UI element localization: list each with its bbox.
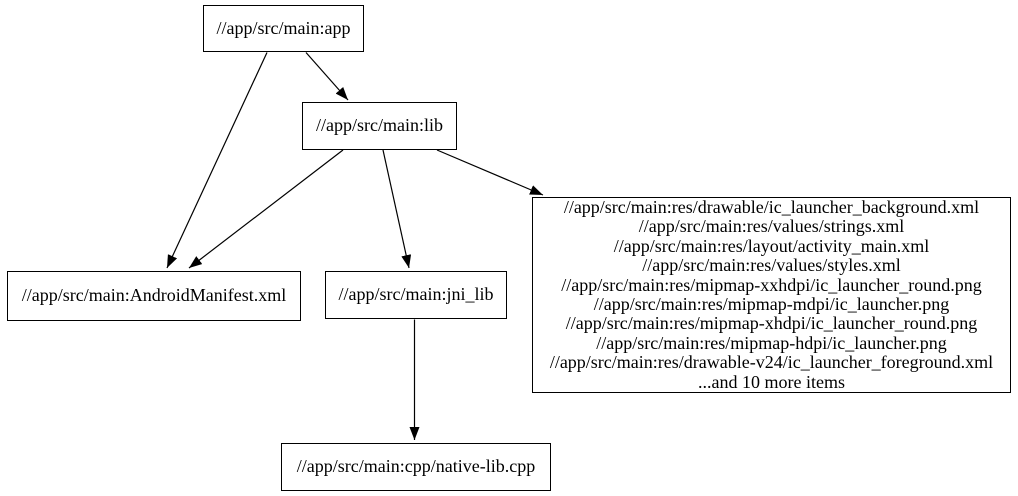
graph-node-native-lib-cpp-label: //app/src/main:cpp/native-lib.cpp [296, 456, 536, 477]
graph-node-android-manifest-label: //app/src/main:AndroidManifest.xml [21, 285, 287, 306]
res-group-line: //app/src/main:res/mipmap-xxhdpi/ic_laun… [561, 274, 982, 295]
res-group-line: //app/src/main:res/drawable/ic_launcher_… [563, 196, 980, 217]
edge-app-to-manifest [166, 52, 268, 269]
res-group-line: //app/src/main:res/mipmap-xhdpi/ic_launc… [565, 313, 978, 334]
graph-node-app-label: //app/src/main:app [216, 17, 351, 38]
res-group-line: //app/src/main:res/values/strings.xml [638, 216, 905, 237]
graph-node-jni-lib-label: //app/src/main:jni_lib [338, 284, 494, 305]
res-group-more-items-label: ...and 10 more items [698, 371, 845, 392]
graph-node-app: //app/src/main:app [203, 5, 364, 52]
graph-node-jni-lib: //app/src/main:jni_lib [325, 271, 507, 319]
graph-node-lib: //app/src/main:lib [302, 102, 457, 150]
edge-lib-to-res-group [436, 149, 544, 196]
edge-lib-to-manifest [188, 149, 344, 269]
res-group-line: //app/src/main:res/mipmap-hdpi/ic_launch… [596, 332, 947, 353]
res-group-line: //app/src/main:res/values/styles.xml [642, 255, 901, 276]
edge-app-to-lib [305, 52, 349, 101]
res-group-line: //app/src/main:res/layout/activity_main.… [613, 235, 930, 256]
res-group-line: //app/src/main:res/mipmap-mdpi/ic_launch… [593, 294, 950, 314]
graph-node-lib-label: //app/src/main:lib [316, 115, 443, 136]
res-group-line: //app/src/main:res/drawable-v24/ic_launc… [549, 352, 994, 373]
graph-node-android-manifest: //app/src/main:AndroidManifest.xml [7, 271, 301, 321]
graph-node-res-group: //app/src/main:res/drawable/ic_launcher_… [532, 197, 1011, 393]
edge-lib-to-jni-lib [382, 149, 412, 269]
graph-node-native-lib-cpp: //app/src/main:cpp/native-lib.cpp [281, 443, 551, 491]
